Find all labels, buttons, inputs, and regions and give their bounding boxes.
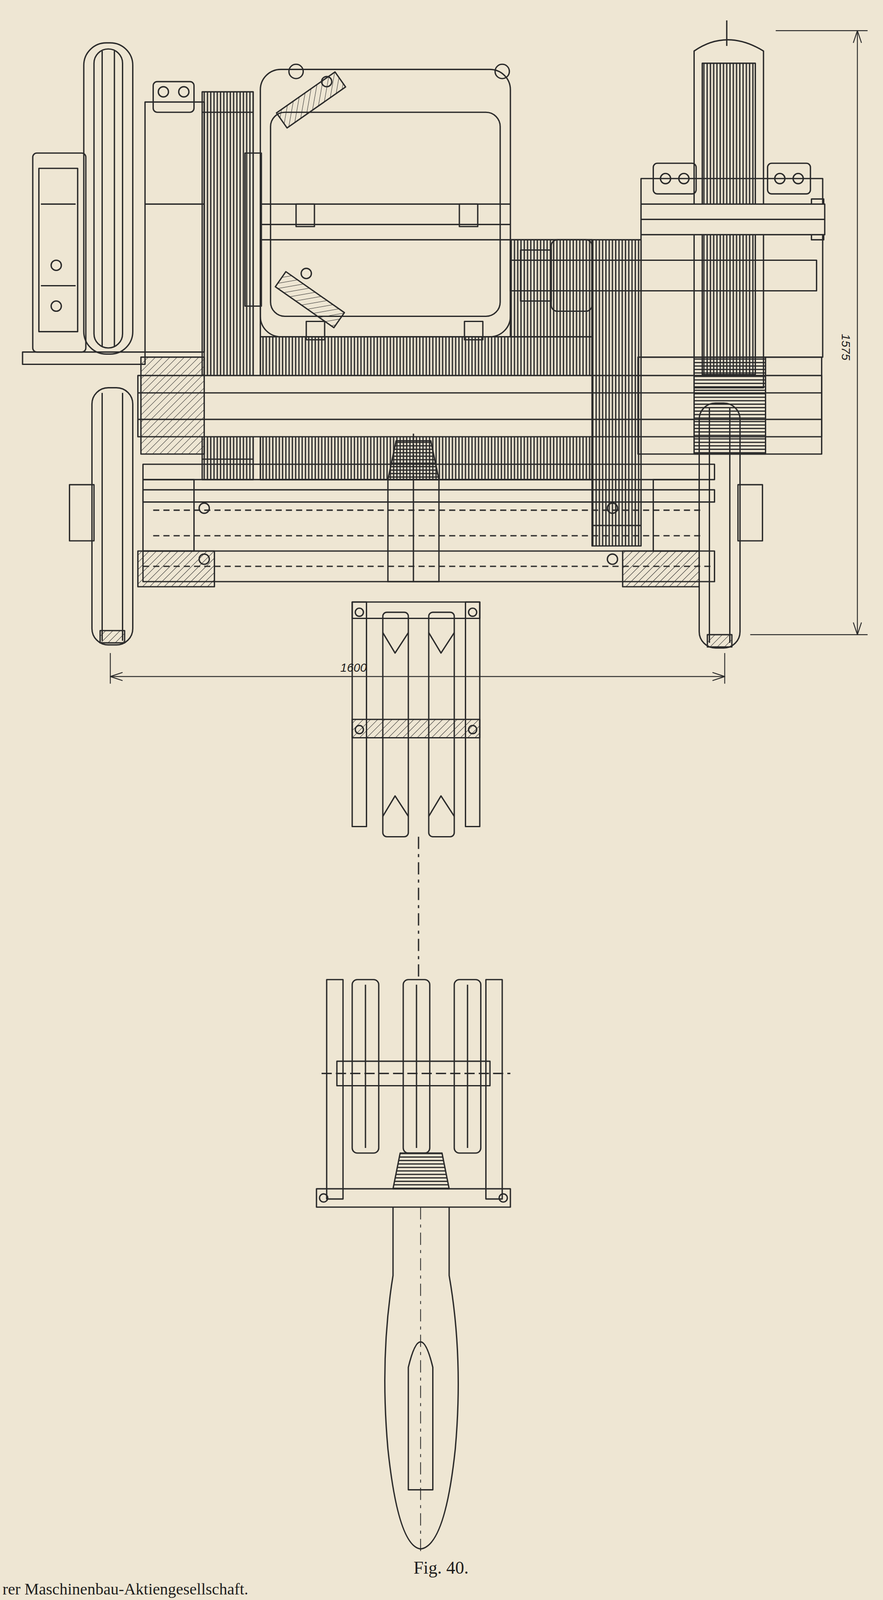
- dimension-label: 1600: [340, 662, 367, 674]
- page-footer-text: rer Maschinenbau-Aktiengesellschaft.: [2, 1581, 249, 1598]
- figure-caption: Fig. 40.: [413, 1559, 469, 1577]
- dimension-label: 1575: [839, 333, 852, 361]
